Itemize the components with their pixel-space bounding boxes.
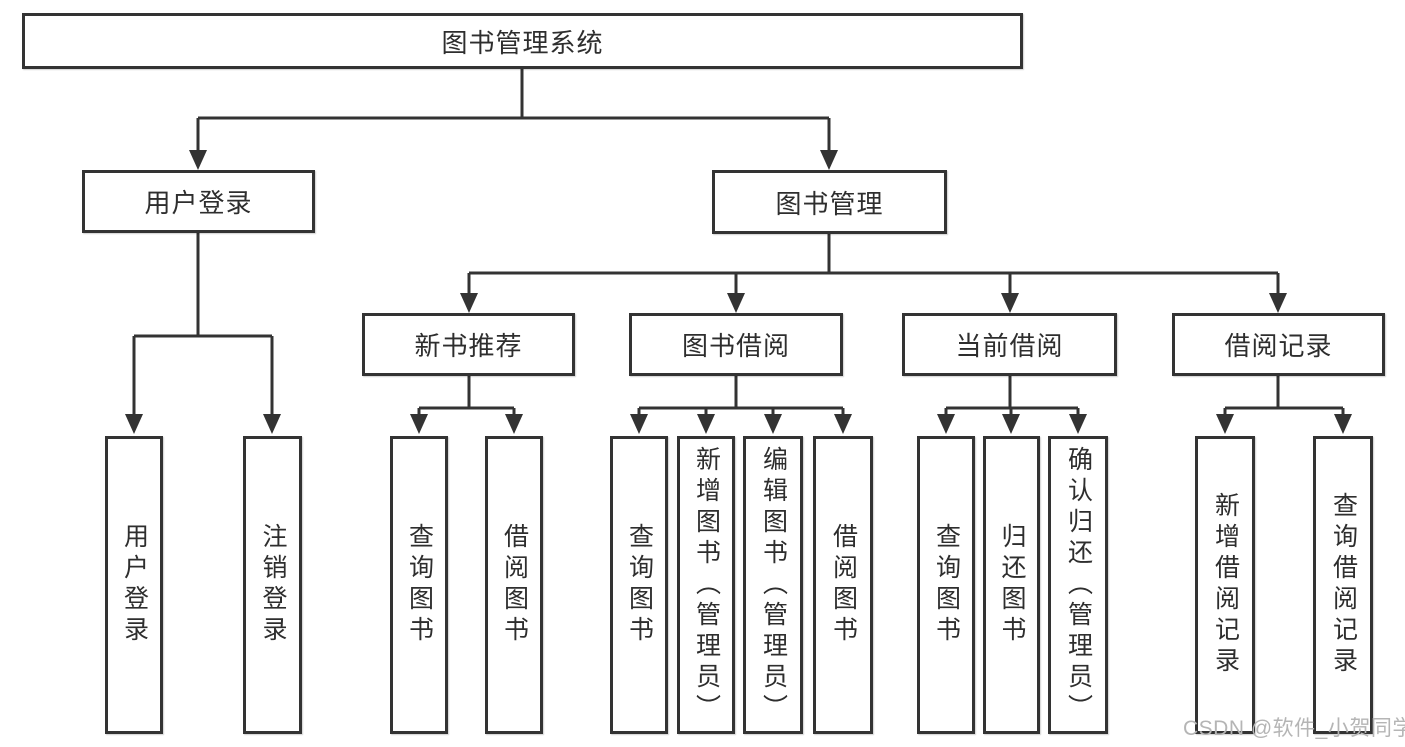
leaf-current-confirm-return-admin: 确认归还（管理员） [1048,436,1108,734]
connector-records-children [1216,376,1352,434]
leaf-current-query-books-label: 查询图书 [932,523,961,647]
node-borrowing-records: 借阅记录 [1172,313,1385,376]
leaf-borrow-edit-books-admin-label: 编辑图书（管理员） [759,445,788,725]
node-book-borrowing-label: 图书借阅 [681,331,790,361]
node-book-borrowing: 图书借阅 [629,313,843,376]
leaf-records-query-record: 查询借阅记录 [1313,436,1373,734]
leaf-current-confirm-return-admin-label: 确认归还（管理员） [1064,445,1093,725]
node-user-login-label: 用户登录 [144,188,253,218]
connector-root-to-level2 [189,69,838,170]
node-borrowing-records-label: 借阅记录 [1224,331,1333,361]
csdn-watermark: CSDN @软件_小贺同学 [1183,717,1405,740]
leaf-borrow-add-books-admin: 新增图书（管理员） [677,436,735,734]
leaf-user-login: 用户登录 [105,436,163,734]
connector-borrow-children [630,376,852,434]
leaf-borrow-edit-books-admin: 编辑图书（管理员） [743,436,803,734]
leaf-newbooks-borrow-books: 借阅图书 [485,436,543,734]
node-book-management-label: 图书管理 [775,188,884,219]
node-new-book-recommend-label: 新书推荐 [414,331,523,361]
leaf-current-return-books-label: 归还图书 [998,523,1026,647]
leaf-borrow-query-books-label: 查询图书 [625,523,654,647]
leaf-records-add-record: 新增借阅记录 [1195,436,1255,734]
node-user-login: 用户登录 [82,170,315,233]
leaf-logout: 注销登录 [243,436,302,734]
connector-current-children [937,376,1087,434]
leaf-current-query-books: 查询图书 [917,436,975,734]
leaf-borrow-borrow-books-label: 借阅图书 [829,523,858,647]
leaf-current-return-books: 归还图书 [983,436,1040,734]
leaf-borrow-add-books-admin-label: 新增图书（管理员） [692,445,721,725]
leaf-borrow-query-books: 查询图书 [610,436,668,734]
leaf-records-add-record-label: 新增借阅记录 [1211,492,1240,678]
leaf-user-login-label: 用户登录 [120,523,149,647]
leaf-newbooks-borrow-books-label: 借阅图书 [500,523,529,647]
leaf-records-query-record-label: 查询借阅记录 [1329,492,1358,678]
leaf-newbooks-query-books: 查询图书 [390,436,448,734]
leaf-logout-label: 注销登录 [259,523,287,647]
node-current-borrowing: 当前借阅 [902,313,1117,376]
connector-user-login-children [125,233,281,434]
leaf-newbooks-query-books-label: 查询图书 [405,523,434,647]
node-current-borrowing-label: 当前借阅 [955,331,1064,361]
connector-new-books-children [410,376,523,434]
leaf-borrow-borrow-books: 借阅图书 [813,436,873,734]
connector-book-mgmt-children [460,234,1287,313]
node-root-label: 图书管理系统 [441,27,604,58]
node-new-book-recommend: 新书推荐 [362,313,575,376]
node-root-system: 图书管理系统 [22,13,1023,69]
node-book-management: 图书管理 [712,170,947,234]
